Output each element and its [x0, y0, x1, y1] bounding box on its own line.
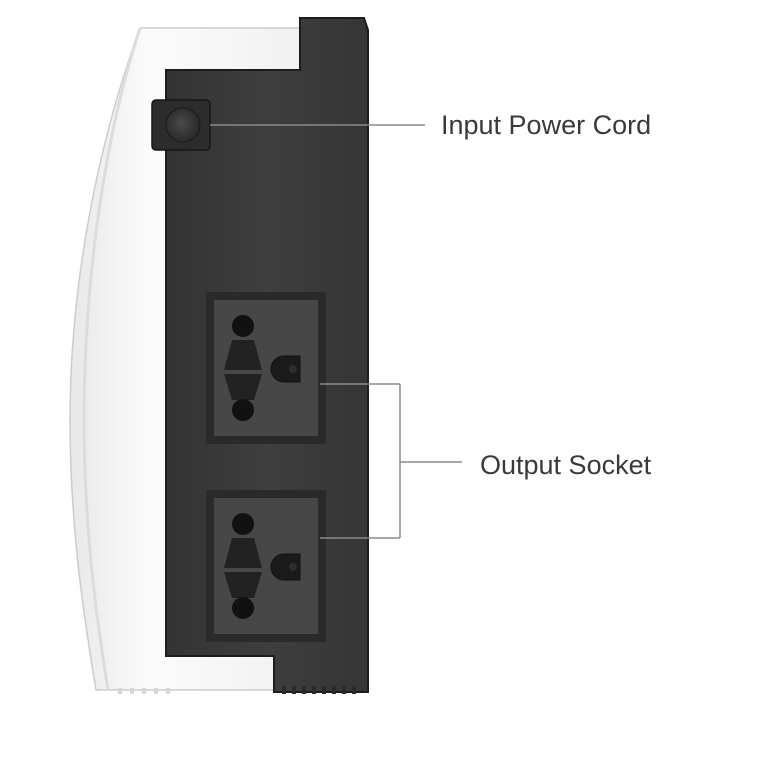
housing-curve-shade	[82, 27, 142, 691]
callout-output-socket: Output Socket	[480, 450, 652, 480]
housing-white-shell	[69, 27, 301, 691]
bottom-foot-ribs	[118, 688, 170, 694]
output-socket-1	[206, 292, 326, 444]
output-socket-2	[206, 490, 326, 642]
power-cord-icon	[151, 99, 211, 151]
callout-input-power-cord: Input Power Cord	[441, 110, 652, 140]
leader-bracket-output	[320, 383, 462, 539]
bottom-vent-ribs	[282, 686, 356, 694]
